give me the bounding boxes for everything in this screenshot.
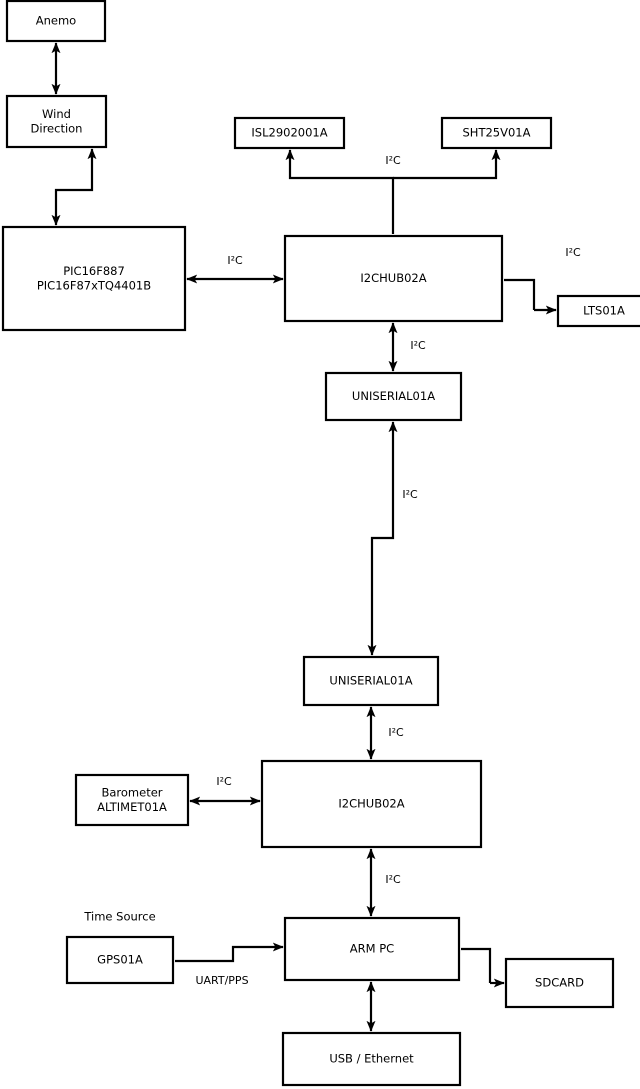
edge-label-hub_top-sensors: I²C: [385, 154, 401, 167]
edge-label-barometer-hub_bottom: I²C: [216, 775, 232, 788]
edge-label-gps-armpc: UART/PPS: [195, 974, 248, 987]
node-armpc[interactable]: ARM PC: [283, 916, 461, 982]
edge-label-hub_top-lts: I²C: [565, 246, 581, 259]
node-label-gps: GPS01A: [97, 953, 143, 967]
edge-hub_top-uniserial1: I²C: [388, 322, 426, 372]
edge-line: [285, 149, 395, 234]
node-label-anemo: Anemo: [36, 14, 76, 28]
node-label-barometer: ALTIMET01A: [97, 800, 167, 814]
node-label-uniserial_2: UNISERIAL01A: [329, 674, 412, 688]
node-label-usb: USB / Ethernet: [329, 1052, 414, 1066]
node-box-wind[interactable]: [5, 94, 108, 149]
node-isl[interactable]: ISL2902001A: [233, 116, 346, 150]
edge-armpc-sdcard: [461, 947, 505, 988]
node-sdcard[interactable]: SDCARD: [504, 957, 615, 1009]
node-label-barometer: Barometer: [101, 785, 162, 799]
edge-line-branch: [393, 149, 501, 180]
edge-hub_top-lts: I²C: [504, 246, 581, 315]
edge-label-hub_top-uniserial1: I²C: [410, 339, 426, 352]
edge-wind-pic: [51, 148, 97, 226]
node-box-uniserial_2[interactable]: [302, 655, 440, 707]
node-sht[interactable]: SHT25V01A: [440, 116, 553, 150]
edge-uniserial2-hub_bottom: I²C: [366, 706, 404, 760]
node-label-uniserial_1: UNISERIAL01A: [352, 389, 435, 403]
edge-layer: I²C I²C I²C I²C I²C I²C I²C I²C UART/PPS: [51, 42, 581, 1032]
node-label-isl: ISL2902001A: [251, 126, 327, 140]
node-label-pic: PIC16F87xTQ4401B: [37, 278, 151, 292]
node-gps[interactable]: GPS01A: [65, 935, 175, 985]
node-hub_bottom[interactable]: I2CHUB02A: [260, 759, 483, 849]
node-hub_top[interactable]: I2CHUB02A: [283, 234, 504, 323]
edge-line: [175, 942, 284, 963]
edge-line: [367, 421, 398, 656]
node-label-armpc: ARM PC: [350, 942, 394, 956]
node-label-wind: Direction: [31, 121, 83, 135]
node-label-hub_top: I2CHUB02A: [360, 271, 426, 285]
node-box-gps[interactable]: [65, 935, 175, 985]
node-box-uniserial_1[interactable]: [324, 371, 463, 422]
node-box-sdcard[interactable]: [504, 957, 615, 1009]
edge-hub_bottom-armpc: I²C: [366, 848, 401, 917]
node-box-lts[interactable]: [556, 294, 640, 328]
node-box-barometer[interactable]: [74, 773, 190, 827]
edge-label-uniserial2-hub_bottom: I²C: [388, 726, 404, 739]
node-box-isl[interactable]: [233, 116, 346, 150]
node-box-anemo[interactable]: [5, 0, 107, 43]
edge-pic-hub_top: I²C: [186, 254, 284, 284]
node-box-hub_bottom[interactable]: [260, 759, 483, 849]
node-uniserial_2[interactable]: UNISERIAL01A: [302, 655, 440, 707]
node-box-armpc[interactable]: [283, 916, 461, 982]
edge-hub_top-sensors: I²C: [285, 149, 501, 234]
node-label-hub_bottom: I2CHUB02A: [338, 797, 404, 811]
node-anemo[interactable]: Anemo: [5, 0, 107, 43]
node-lts[interactable]: LTS01A: [556, 294, 640, 328]
free-label-layer: Time Source: [83, 910, 155, 924]
edge-line: [504, 278, 536, 310]
edge-line: [51, 148, 97, 226]
node-box-sht[interactable]: [440, 116, 553, 150]
node-label-wind: Wind: [42, 107, 71, 121]
node-box-pic[interactable]: [1, 225, 187, 332]
edge-line: [461, 947, 492, 983]
node-uniserial_1[interactable]: UNISERIAL01A: [324, 371, 463, 422]
edge-label-hub_bottom-armpc: I²C: [385, 873, 401, 886]
node-box-usb[interactable]: [281, 1031, 462, 1087]
node-label-lts: LTS01A: [583, 304, 625, 318]
node-box-hub_top[interactable]: [283, 234, 504, 323]
edge-label-uniserial1-uniserial2: I²C: [402, 488, 418, 501]
free-label-time-source: Time Source: [83, 910, 155, 924]
edge-label-pic-hub_top: I²C: [227, 254, 243, 267]
edge-barometer-hub_bottom: I²C: [189, 775, 261, 806]
node-label-sdcard: SDCARD: [535, 976, 584, 990]
edge-gps-armpc: UART/PPS: [175, 942, 284, 987]
node-usb[interactable]: USB / Ethernet: [281, 1031, 462, 1087]
edge-uniserial1-uniserial2: I²C: [367, 421, 418, 656]
node-label-pic: PIC16F887: [63, 264, 125, 278]
node-label-sht: SHT25V01A: [463, 126, 531, 140]
